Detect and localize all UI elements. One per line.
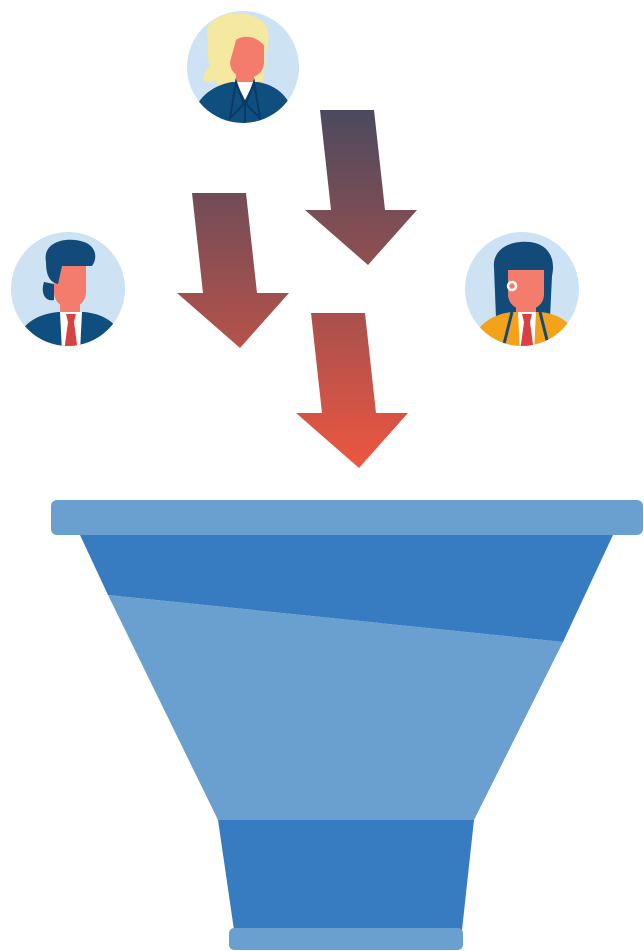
woman-yellow-jacket-avatar-icon — [465, 232, 579, 346]
funnel-icon — [51, 500, 643, 950]
down-arrow-icon — [177, 193, 289, 348]
down-arrow-icon — [296, 313, 408, 468]
down-arrow-icon — [305, 110, 417, 265]
blonde-woman-avatar-icon — [187, 11, 299, 123]
businessman-avatar-icon — [11, 232, 125, 346]
